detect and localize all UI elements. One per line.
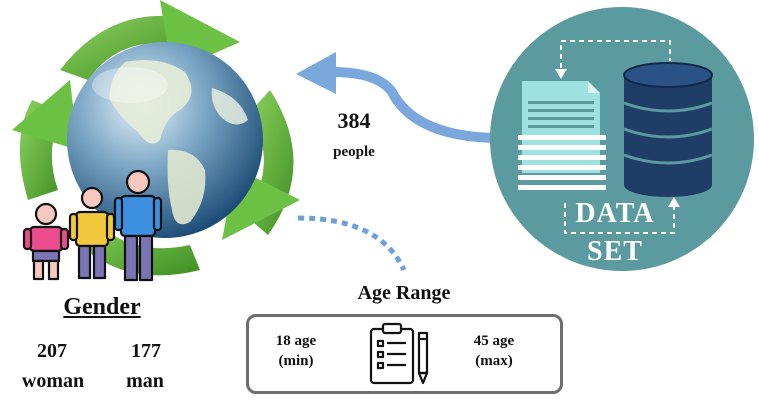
people-count: 384 <box>337 108 371 133</box>
people-label: people <box>333 144 375 160</box>
age-min: 18 age (min) <box>262 331 330 371</box>
age-range-title: Age Range <box>357 282 451 304</box>
age-min-label: (min) <box>278 353 314 369</box>
man-count: 177 <box>131 340 161 362</box>
family-icon <box>22 169 163 282</box>
dotted-connector-icon <box>297 215 407 272</box>
clipboard-icon <box>369 322 429 385</box>
age-max-value: 45 age <box>473 333 515 349</box>
woman-count: 207 <box>37 340 67 362</box>
flow-arrow-icon <box>296 52 506 143</box>
dataset-title-line2: SET <box>587 236 643 267</box>
gender-title: Gender <box>63 294 141 320</box>
age-min-value: 18 age <box>275 333 317 349</box>
dataset-title-line1: DATA <box>575 198 655 229</box>
document-icon <box>518 81 606 190</box>
age-range-box <box>246 314 563 394</box>
pencil-icon <box>417 331 429 385</box>
dataset-icon <box>490 7 754 271</box>
globe-icon <box>67 42 263 238</box>
age-max: 45 age (max) <box>460 331 528 371</box>
man-label: man <box>126 370 164 392</box>
age-max-label: (max) <box>475 353 513 369</box>
woman-label: woman <box>21 370 85 392</box>
database-icon <box>623 62 713 197</box>
